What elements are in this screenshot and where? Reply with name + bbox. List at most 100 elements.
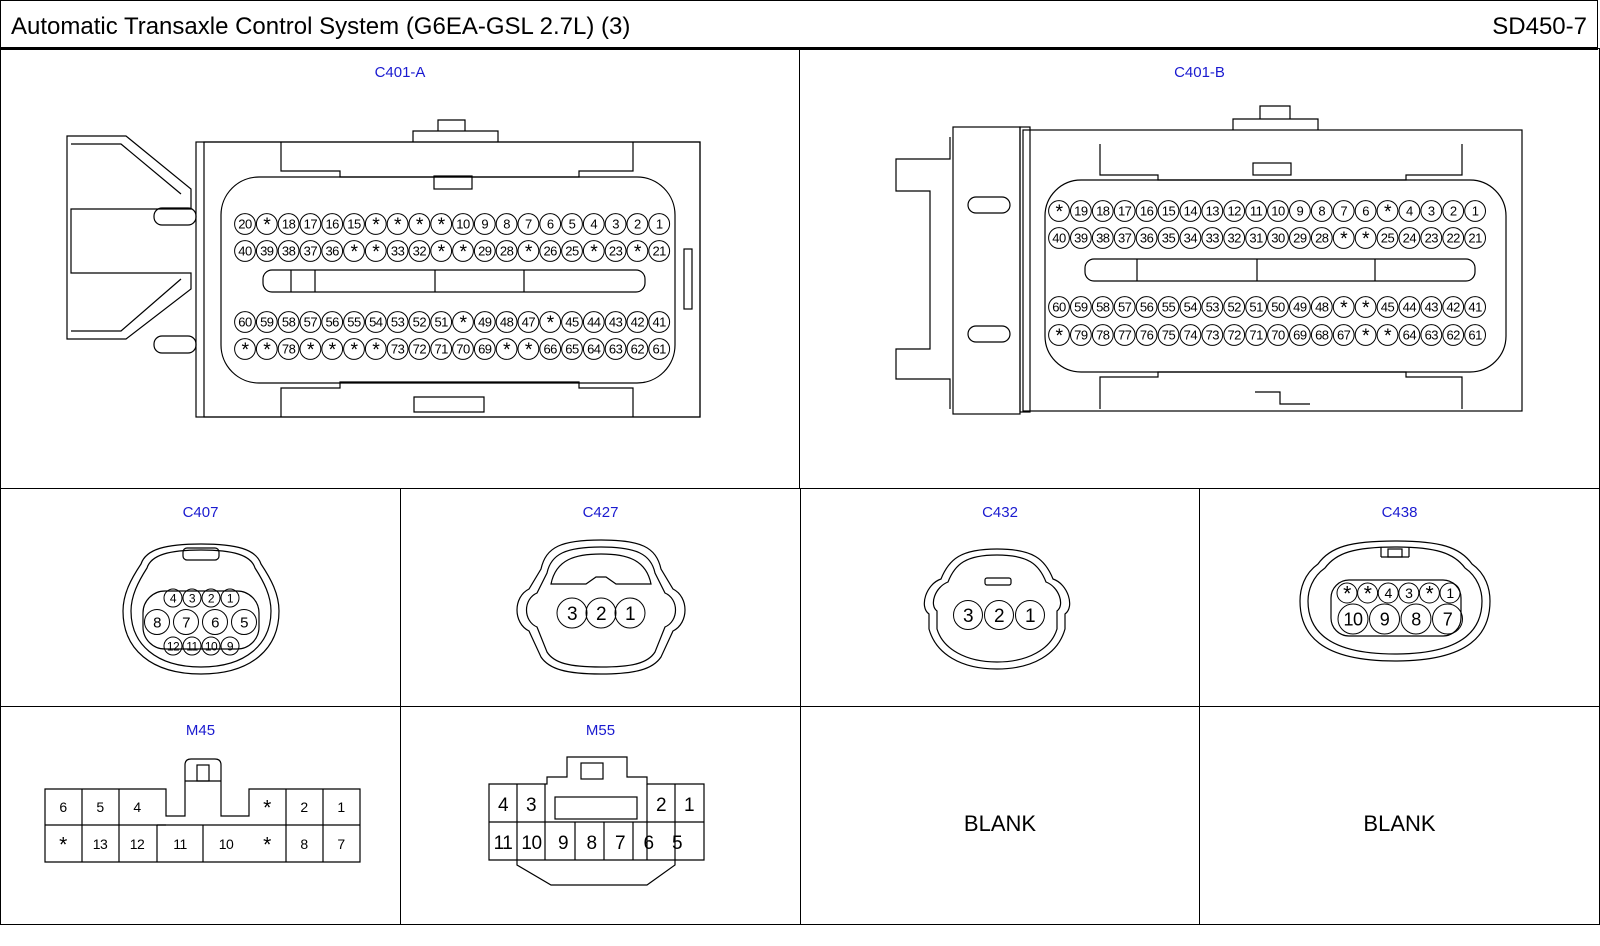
pin-outline: [556, 597, 588, 629]
pin-outline: [1357, 582, 1379, 604]
pin-label: 36: [1140, 231, 1154, 246]
pin-outline: [1398, 324, 1421, 346]
pin-label: 61: [1468, 328, 1482, 343]
pin-star: *: [350, 339, 358, 361]
pin-label: 45: [1381, 300, 1395, 315]
pin-outline: [1070, 200, 1092, 222]
pin-outline: [1398, 200, 1421, 222]
pin-outline: [1289, 200, 1311, 222]
pin-outline: [163, 588, 183, 608]
pin-label: 32: [1227, 231, 1241, 246]
pin-outline: [255, 240, 278, 262]
pin-label: 38: [282, 244, 296, 259]
pin-label: 54: [369, 315, 383, 330]
pin-outline: [163, 636, 183, 656]
pin-label: 40: [238, 244, 252, 259]
pin-outline: [1201, 324, 1224, 346]
pin-outline: [277, 213, 300, 235]
pin-label: 3: [189, 591, 196, 605]
pin-outline: [321, 213, 344, 235]
pin-label: 40: [1052, 231, 1066, 246]
pin-outline: [321, 311, 344, 333]
pin-label: 3: [1405, 585, 1413, 601]
pin-star: *: [459, 312, 467, 334]
pin-label: 5: [240, 614, 248, 631]
pin-star: *: [372, 339, 380, 361]
pin-label: 6: [643, 833, 653, 854]
pin-label: 26: [543, 244, 557, 259]
pin-star: *: [438, 214, 446, 236]
pin-star: *: [1362, 297, 1370, 319]
pin-label: 71: [434, 342, 448, 357]
pin-outline: [343, 213, 365, 235]
pin-outline: [1223, 200, 1246, 222]
pin-label: 13: [1206, 204, 1220, 219]
pin-star: *: [1343, 583, 1351, 606]
pin-outline: [182, 588, 202, 608]
pin-outline: [408, 311, 431, 333]
connector-label-c401b: C401-B: [1174, 64, 1225, 81]
pin-label: 21: [652, 244, 666, 259]
pin-label: 68: [1315, 328, 1329, 343]
pin-outline: [321, 240, 344, 262]
pin-label: 55: [1162, 300, 1176, 315]
cell-blank-2: BLANK: [1199, 706, 1600, 925]
pin-label: 66: [543, 342, 557, 357]
pin-star: *: [350, 241, 358, 263]
pin-outline: [386, 338, 409, 360]
pin-label: 15: [347, 217, 361, 232]
pin-star: *: [590, 241, 598, 263]
pin-label: 64: [1403, 328, 1417, 343]
pin-label: 5: [672, 833, 682, 854]
pin-label: 58: [282, 315, 296, 330]
pin-star: *: [1362, 228, 1370, 250]
pin-label: 19: [1074, 204, 1088, 219]
pin-outline: [1442, 200, 1465, 222]
pin-outline: [1289, 227, 1311, 249]
pin-label: 11: [173, 836, 187, 852]
connector-label-c401a: C401-A: [374, 64, 426, 81]
pin-label: 63: [1425, 328, 1439, 343]
pin-outline: [1464, 227, 1486, 249]
pin-label: 20: [238, 217, 252, 232]
pin-label: 2: [656, 795, 666, 816]
pin-outline: [626, 240, 649, 262]
pin-outline: [1113, 200, 1136, 222]
connector-label-c432: C432: [982, 504, 1018, 521]
pin-star: *: [1364, 583, 1372, 606]
pin-outline: [473, 338, 496, 360]
connector-label-m45: M45: [185, 722, 216, 739]
pin-outline: [953, 600, 983, 630]
pin-label: 24: [1403, 231, 1417, 246]
pin-outline: [1048, 227, 1070, 249]
pin-label: 2: [300, 799, 308, 815]
pin-label: 60: [238, 315, 252, 330]
pin-star: *: [263, 834, 271, 857]
pin-label: 73: [1206, 328, 1220, 343]
pin-outline: [430, 311, 453, 333]
pin-outline: [561, 311, 583, 333]
pin-outline: [255, 338, 278, 360]
pin-outline: [1376, 296, 1399, 318]
pin-label: 3: [526, 795, 536, 816]
pin-label: 70: [456, 342, 470, 357]
pin-outline: [1332, 200, 1355, 222]
pin-label: 53: [391, 315, 405, 330]
pin-outline: [1418, 582, 1440, 604]
pin-outline: [648, 213, 671, 235]
pin-label: 3: [567, 604, 577, 625]
pin-label: 10: [219, 836, 234, 852]
pin-label: 74: [1184, 328, 1198, 343]
pin-outline: [321, 338, 344, 360]
pin-outline: [1070, 296, 1092, 318]
pin-outline: [430, 240, 453, 262]
pin-outline: [1223, 324, 1246, 346]
pin-outline: [1439, 582, 1461, 604]
pin-outline: [202, 609, 228, 635]
pin-outline: [1310, 227, 1333, 249]
